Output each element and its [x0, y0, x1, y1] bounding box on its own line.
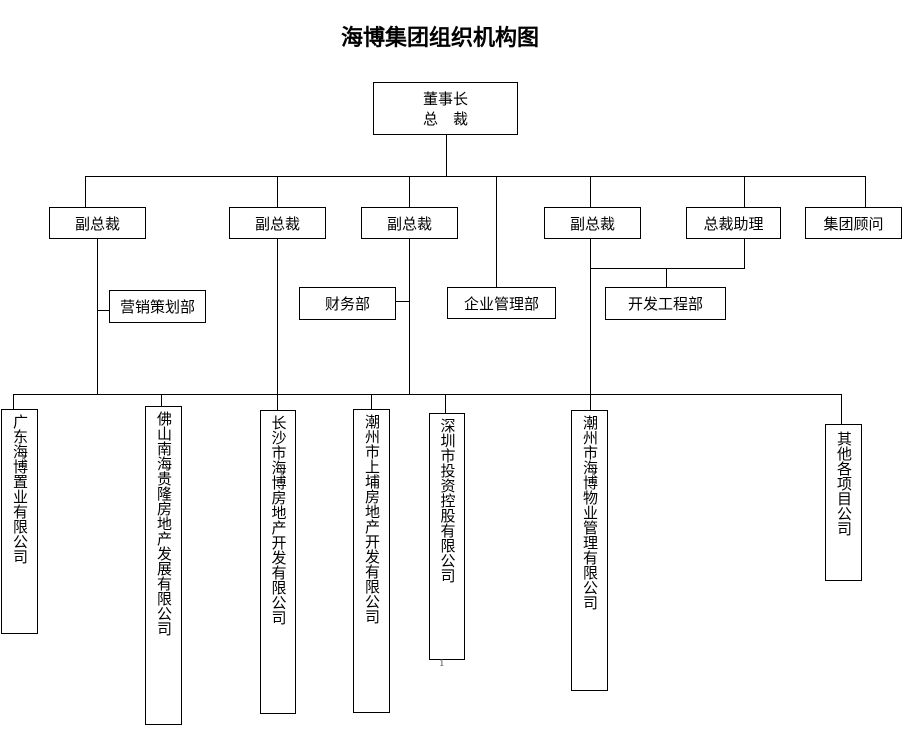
chairman-label: 董事长: [422, 89, 468, 108]
vice-president-box-1: 副总裁: [49, 207, 146, 239]
chart-title: 海博集团组织机构图: [340, 25, 539, 51]
subsidiary-box-6: 潮州市海博物业管理有限公司: [571, 410, 608, 691]
subsidiary-box-4: 潮州市上埔房地产开发有限公司: [353, 409, 390, 713]
marketing-dept-box: 营销策划部: [109, 290, 206, 323]
vice-president-box-4: 副总裁: [544, 207, 641, 239]
finance-dept-box: 财务部: [299, 287, 396, 320]
president-label: 总 裁: [422, 109, 468, 128]
vice-president-box-3: 副总裁: [361, 207, 458, 239]
subsidiary-box-1: 广东海博置业有限公司: [1, 409, 38, 634]
subsidiary-box-3: 长沙市海博房地产开发有限公司: [260, 410, 296, 714]
vice-president-box-2: 副总裁: [229, 207, 326, 239]
president-assistant-box: 总裁助理: [686, 207, 781, 239]
page-number: 1: [439, 659, 445, 669]
group-advisor-box: 集团顾问: [805, 207, 902, 239]
enterprise-management-dept-box: 企业管理部: [447, 287, 556, 319]
subsidiary-box-7: 其他各项目公司: [825, 424, 862, 581]
development-engineering-dept-box: 开发工程部: [605, 287, 726, 320]
chairman-president-box: 董事长 总 裁: [373, 82, 518, 135]
subsidiary-box-2: 佛山南海贵隆房地产发展有限公司: [145, 406, 182, 725]
subsidiary-box-5: 深圳市投资控股有限公司: [429, 413, 465, 660]
